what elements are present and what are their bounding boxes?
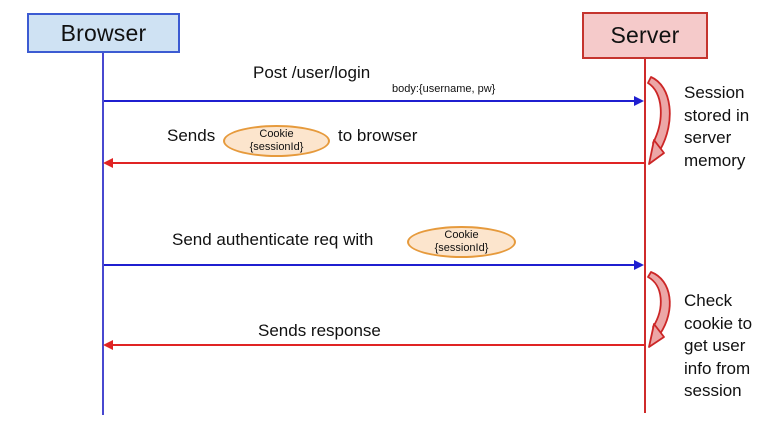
cookie-ellipse: Cookie {sessionId} — [407, 226, 516, 258]
server-actor-box: Server — [582, 12, 708, 59]
note-check-cookie: Check cookie to get user info from sessi… — [684, 291, 753, 400]
cookie-ellipse: Cookie {sessionId} — [223, 125, 330, 157]
self-loop-arrow-icon — [647, 271, 671, 348]
self-loop-arrow-icon — [647, 76, 671, 165]
browser-lifeline — [102, 53, 104, 415]
message-sends-cookie-arrow — [103, 158, 645, 168]
cookie-title: Cookie — [444, 229, 479, 241]
message-response-arrow — [103, 340, 645, 350]
message-post-login-arrow — [104, 96, 644, 106]
arrowhead-left-icon — [103, 158, 113, 168]
cookie-session-id: {sessionId} — [249, 141, 304, 153]
browser-actor-label: Browser — [60, 19, 147, 46]
browser-actor-box: Browser — [27, 13, 180, 53]
message-sends-cookie-label-after: to browser — [338, 126, 418, 145]
cookie-session-id: {sessionId} — [434, 242, 489, 254]
message-post-login-sublabel: body:{username, pw} — [392, 83, 496, 95]
server-lifeline — [644, 59, 646, 413]
message-sends-cookie-label-before: Sends — [167, 126, 216, 145]
server-actor-label: Server — [610, 22, 680, 48]
arrowhead-right-icon — [634, 260, 644, 270]
message-post-login-label: Post /user/login — [253, 63, 371, 82]
note-session-stored: Session stored in server memory — [684, 83, 750, 170]
arrowhead-left-icon — [103, 340, 113, 350]
message-authenticate-label: Send authenticate req with — [172, 230, 374, 249]
message-response-label: Sends response — [258, 321, 381, 340]
arrowhead-right-icon — [634, 96, 644, 106]
message-authenticate-arrow — [104, 260, 644, 270]
cookie-title: Cookie — [259, 128, 294, 140]
